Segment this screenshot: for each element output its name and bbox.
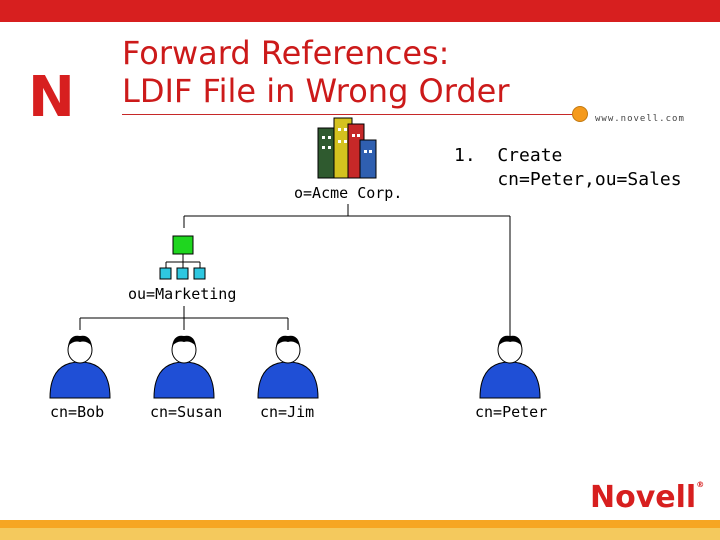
slide-title: Forward References: LDIF File in Wrong O…	[122, 34, 509, 110]
url-bullet-icon	[572, 106, 588, 122]
registered-mark: ®	[696, 480, 704, 489]
step-line2: cn=Peter,ou=Sales	[454, 168, 682, 192]
user-label-peter: cn=Peter	[475, 403, 547, 421]
url-text: www.novell.com	[595, 114, 685, 124]
slide-title-line1: Forward References:	[122, 34, 509, 72]
novell-brand-text: Novell	[590, 480, 696, 515]
root-connectors	[184, 204, 510, 342]
user-label-jim: cn=Jim	[260, 403, 314, 421]
slide-title-line2: LDIF File in Wrong Order	[122, 72, 509, 110]
user-icon	[154, 336, 214, 398]
user-label-bob: cn=Bob	[50, 403, 104, 421]
ou-connectors	[80, 306, 288, 330]
user-icon	[258, 336, 318, 398]
step-line1: 1. Create	[454, 144, 682, 168]
user-label-susan: cn=Susan	[150, 403, 222, 421]
step-annotation: 1. Create cn=Peter,ou=Sales	[454, 144, 682, 192]
title-divider	[122, 114, 580, 115]
novell-wordmark: Novell®	[590, 480, 704, 515]
bottom-bar-yellow	[0, 528, 720, 540]
user-icon	[480, 336, 540, 398]
root-label: o=Acme Corp.	[294, 184, 402, 202]
bottom-bar-orange	[0, 520, 720, 528]
ou-label: ou=Marketing	[128, 285, 236, 303]
org-unit-icon	[160, 236, 205, 279]
user-icon	[50, 336, 110, 398]
building-icon	[318, 118, 376, 178]
